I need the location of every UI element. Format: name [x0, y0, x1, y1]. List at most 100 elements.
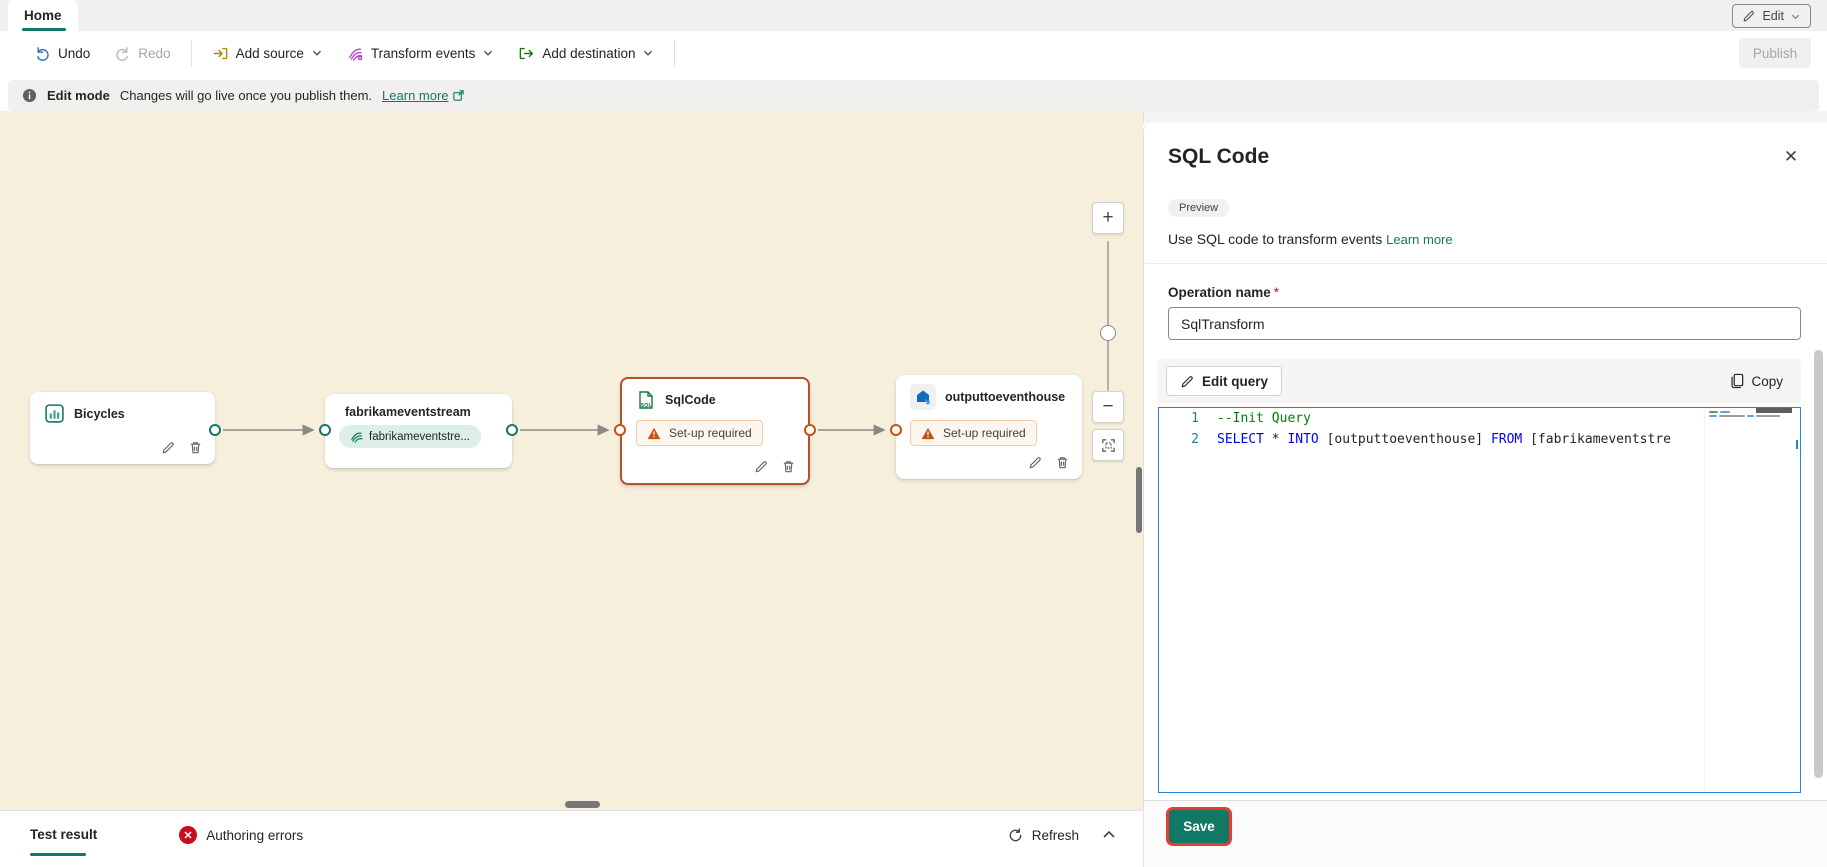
- edit-mode-dropdown[interactable]: Edit: [1732, 4, 1811, 28]
- required-asterisk: *: [1273, 285, 1280, 300]
- delete-node-icon[interactable]: [188, 440, 203, 455]
- zoom-out-button[interactable]: −: [1092, 391, 1124, 423]
- canvas-vertical-scrollbar[interactable]: [1136, 467, 1142, 533]
- panel-vertical-scrollbar[interactable]: [1814, 350, 1823, 778]
- chevron-up-icon[interactable]: [1101, 827, 1117, 843]
- copy-icon: [1731, 373, 1744, 389]
- node-title: outputtoeventhouse: [945, 390, 1066, 404]
- setup-required-label: Set-up required: [943, 426, 1026, 440]
- copy-label: Copy: [1751, 373, 1783, 389]
- ribbon-toolbar: Undo Redo Add source Transform events Ad…: [0, 31, 1827, 75]
- info-icon: [22, 88, 37, 103]
- node-fabrikameventstream[interactable]: fabrikameventstream fabrikameventstre...: [325, 394, 512, 468]
- tab-authoring-errors[interactable]: Authoring errors: [179, 826, 303, 844]
- sql-identifier: [outputtoeventhouse]: [1318, 432, 1491, 447]
- add-source-icon: [213, 47, 227, 59]
- edit-node-icon[interactable]: [161, 440, 176, 455]
- node-title: SqlCode: [665, 393, 716, 407]
- error-x-icon: [184, 831, 192, 839]
- add-source-button[interactable]: Add source: [200, 37, 335, 69]
- stream-pill-label: fabrikameventstre...: [369, 430, 470, 443]
- pencil-icon: [1744, 11, 1755, 22]
- eventhouse-icon: [910, 384, 936, 410]
- code-line-2: 2 SELECT * INTO [outputtoeventhouse] FRO…: [1159, 429, 1800, 450]
- plus-icon: +: [1102, 207, 1114, 228]
- redo-icon: [116, 46, 129, 61]
- panel-description-text: Use SQL code to transform events: [1168, 231, 1383, 247]
- node-sqlcode[interactable]: SQL SqlCode Set-up required: [620, 377, 810, 485]
- add-destination-button[interactable]: Add destination: [506, 37, 666, 69]
- svg-text:SQL: SQL: [641, 403, 653, 409]
- copy-button[interactable]: Copy: [1720, 366, 1793, 396]
- sql-identifier: [fabrikameventstre: [1522, 432, 1671, 447]
- zoom-slider-track[interactable]: [1107, 241, 1109, 391]
- editor-scrollbar[interactable]: [1756, 408, 1792, 413]
- operation-name-input[interactable]: [1168, 307, 1801, 340]
- warning-icon: [921, 427, 935, 439]
- delete-node-icon[interactable]: [1055, 455, 1070, 470]
- panel-learn-more-link[interactable]: Learn more: [1386, 232, 1453, 247]
- chevron-down-icon: [644, 50, 653, 56]
- fit-to-screen-icon: [1101, 438, 1115, 452]
- undo-button[interactable]: Undo: [22, 37, 102, 69]
- zoom-in-button[interactable]: +: [1092, 202, 1124, 234]
- panel-footer: [1144, 800, 1827, 867]
- operation-name-text: Operation name: [1168, 285, 1271, 300]
- authoring-errors-label: Authoring errors: [206, 827, 304, 843]
- transform-events-label: Transform events: [370, 45, 476, 61]
- sql-code-icon: SQL: [639, 391, 653, 409]
- delete-node-icon[interactable]: [781, 459, 796, 474]
- add-source-label: Add source: [235, 45, 304, 61]
- eventstream-canvas[interactable]: Bicycles fabrikameventstream fabrikameve…: [0, 111, 1143, 810]
- sql-code-editor[interactable]: 1 --Init Query 2 SELECT * INTO [outputto…: [1158, 407, 1801, 793]
- edit-mode-banner: Edit mode Changes will go live once you …: [8, 80, 1819, 111]
- redo-button[interactable]: Redo: [102, 37, 182, 69]
- node-outputtoeventhouse[interactable]: outputtoeventhouse Set-up required: [896, 375, 1082, 479]
- undo-icon: [37, 46, 49, 61]
- top-tab-strip: Home Edit: [0, 0, 1827, 31]
- node-bicycles[interactable]: Bicycles: [30, 392, 215, 464]
- bottom-panel-bar: Test result Authoring errors Refresh: [0, 810, 1143, 867]
- edit-mode-label: Edit: [1762, 9, 1784, 23]
- editor-overview-ruler-mark: [1796, 440, 1798, 449]
- banner-title: Edit mode: [47, 88, 110, 103]
- refresh-label[interactable]: Refresh: [1031, 827, 1079, 843]
- eventstream-icon: [351, 432, 363, 443]
- add-destination-label: Add destination: [542, 45, 636, 61]
- fit-to-screen-button[interactable]: [1092, 429, 1124, 461]
- save-button[interactable]: Save: [1169, 810, 1229, 843]
- chevron-down-icon: [484, 50, 493, 56]
- toolbar-divider: [674, 40, 676, 66]
- editor-minimap: [1704, 408, 1790, 792]
- line-number: 1: [1191, 411, 1199, 426]
- sql-code-panel: ✕ SQL Code Preview Use SQL code to trans…: [1143, 123, 1827, 867]
- external-link-icon: [452, 90, 464, 101]
- active-tab-underline: [22, 28, 66, 31]
- setup-required-chip: Set-up required: [636, 420, 763, 446]
- tab-home[interactable]: Home: [8, 0, 78, 31]
- edit-node-icon[interactable]: [1028, 455, 1043, 470]
- stream-pill[interactable]: fabrikameventstre...: [339, 425, 481, 448]
- close-icon: ✕: [1783, 147, 1799, 166]
- refresh-icon[interactable]: [1007, 827, 1024, 844]
- panel-divider: [1144, 263, 1827, 264]
- close-panel-button[interactable]: ✕: [1777, 143, 1805, 171]
- node-title: fabrikameventstream: [345, 405, 471, 419]
- banner-learn-more-label: Learn more: [382, 88, 449, 103]
- transform-events-icon: [349, 48, 363, 61]
- publish-button[interactable]: Publish: [1739, 38, 1811, 68]
- transform-events-button[interactable]: Transform events: [335, 37, 507, 69]
- edit-query-button[interactable]: Edit query: [1166, 366, 1283, 396]
- warning-icon: [647, 427, 661, 439]
- zoom-slider-handle[interactable]: [1100, 325, 1116, 341]
- sql-keyword: INTO: [1287, 432, 1319, 447]
- canvas-horizontal-scrollbar[interactable]: [565, 801, 600, 808]
- tab-test-result[interactable]: Test result: [30, 826, 98, 856]
- banner-learn-more-link[interactable]: Learn more: [382, 88, 464, 103]
- test-result-label: Test result: [30, 826, 98, 842]
- chevron-down-icon: [1791, 14, 1800, 19]
- edit-node-icon[interactable]: [754, 459, 769, 474]
- edit-query-label: Edit query: [1202, 373, 1269, 389]
- chevron-down-icon: [312, 50, 321, 56]
